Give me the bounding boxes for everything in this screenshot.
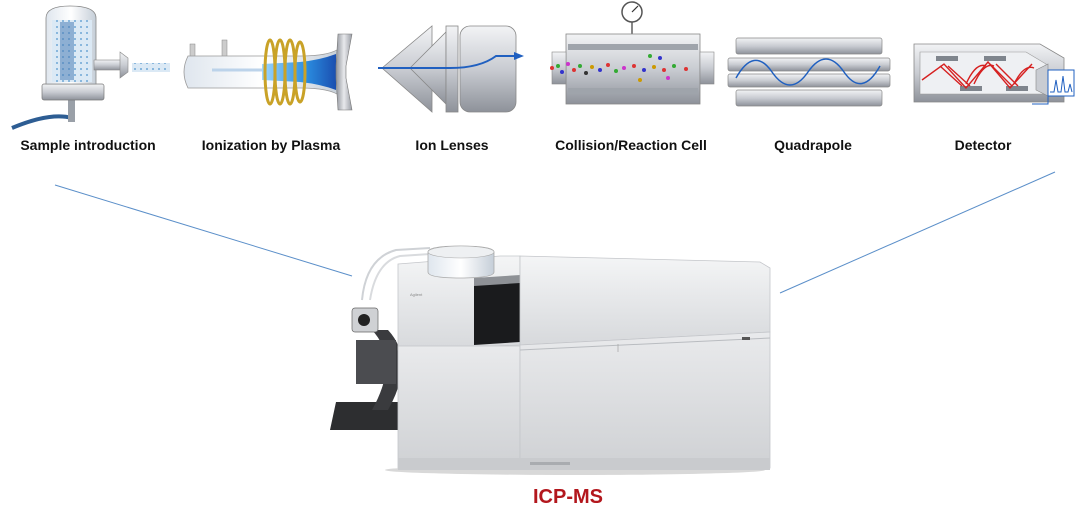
svg-text:Agilent: Agilent <box>410 292 423 297</box>
stage-label-detector: Detector <box>954 137 1012 153</box>
right-pointer-line <box>779 171 1056 294</box>
left-pointer-line <box>54 184 353 277</box>
sample-introduction-icon <box>11 5 170 130</box>
collision-cell-icon <box>550 1 715 105</box>
stage-label-ion-lenses: Ion Lenses <box>415 137 489 153</box>
icp-ms-instrument: Agilent <box>330 245 771 475</box>
instrument-title: ICP-MS <box>533 486 603 508</box>
ion-lens-icon <box>378 25 524 113</box>
stage-label-quadrapole: Quadrapole <box>774 137 852 153</box>
stage-label-sample-introduction: Sample introduction <box>20 137 156 153</box>
plasma-torch-icon <box>183 33 353 111</box>
stage-label-collision-reaction-cell: Collision/Reaction Cell <box>555 137 707 153</box>
stage-label-ionization-by-plasma: Ionization by Plasma <box>201 137 341 153</box>
detector-icon <box>913 43 1075 105</box>
quadrupole-icon <box>727 37 891 107</box>
